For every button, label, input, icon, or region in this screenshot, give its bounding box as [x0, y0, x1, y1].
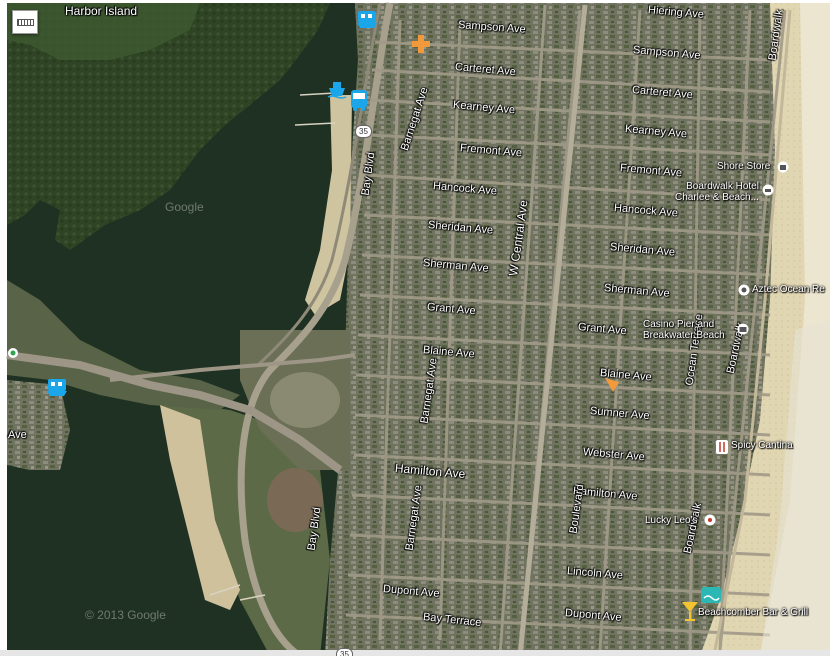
ferry-icon[interactable] [326, 78, 348, 100]
ruler-button[interactable] [12, 10, 38, 34]
poi-beachcomber[interactable]: Beachcomber Bar & Grill [698, 607, 809, 618]
camera-icon[interactable] [737, 323, 749, 335]
hospital-cross-icon[interactable] [410, 33, 432, 55]
ruler-icon [17, 19, 34, 26]
shopping-bag-icon[interactable] [777, 161, 789, 173]
poi-spicy-cantina[interactable]: Spicy Cantina [731, 440, 793, 451]
ferry-icon-top[interactable] [355, 8, 379, 30]
poi-lucky-leos[interactable]: Lucky Leo's [645, 515, 698, 526]
street-label-ave-left: Ave [8, 429, 27, 441]
poi-shore-store[interactable]: Shore Store [717, 161, 771, 172]
route-shield-35: 35 [355, 125, 372, 138]
poi-casino-pier[interactable]: Casino Pier and Breakwater Beach [643, 319, 725, 341]
hotel-icon[interactable] [762, 184, 774, 196]
poi-aztec[interactable]: Aztec Ocean Re [752, 284, 825, 295]
beach-icon[interactable] [700, 586, 722, 604]
cocktail-icon[interactable] [680, 600, 700, 622]
lucky-leos-icon[interactable] [704, 514, 716, 526]
copyright-watermark: © 2013 Google [85, 608, 166, 622]
google-watermark: Google [165, 200, 204, 214]
location-dot-icon[interactable] [7, 347, 19, 359]
restaurant-icon[interactable] [716, 440, 728, 454]
route-shield-35-bottom: 35 [336, 648, 353, 656]
bus-icon[interactable] [348, 88, 370, 112]
ferry-icon-bridge[interactable] [45, 376, 69, 398]
place-label-harbor-island: Harbor Island [65, 4, 138, 18]
flag-icon[interactable] [603, 376, 621, 394]
aztec-place-icon[interactable] [738, 284, 750, 296]
poi-boardwalk-hotel[interactable]: Boardwalk Hotel Charlee & Beach... [675, 181, 759, 203]
